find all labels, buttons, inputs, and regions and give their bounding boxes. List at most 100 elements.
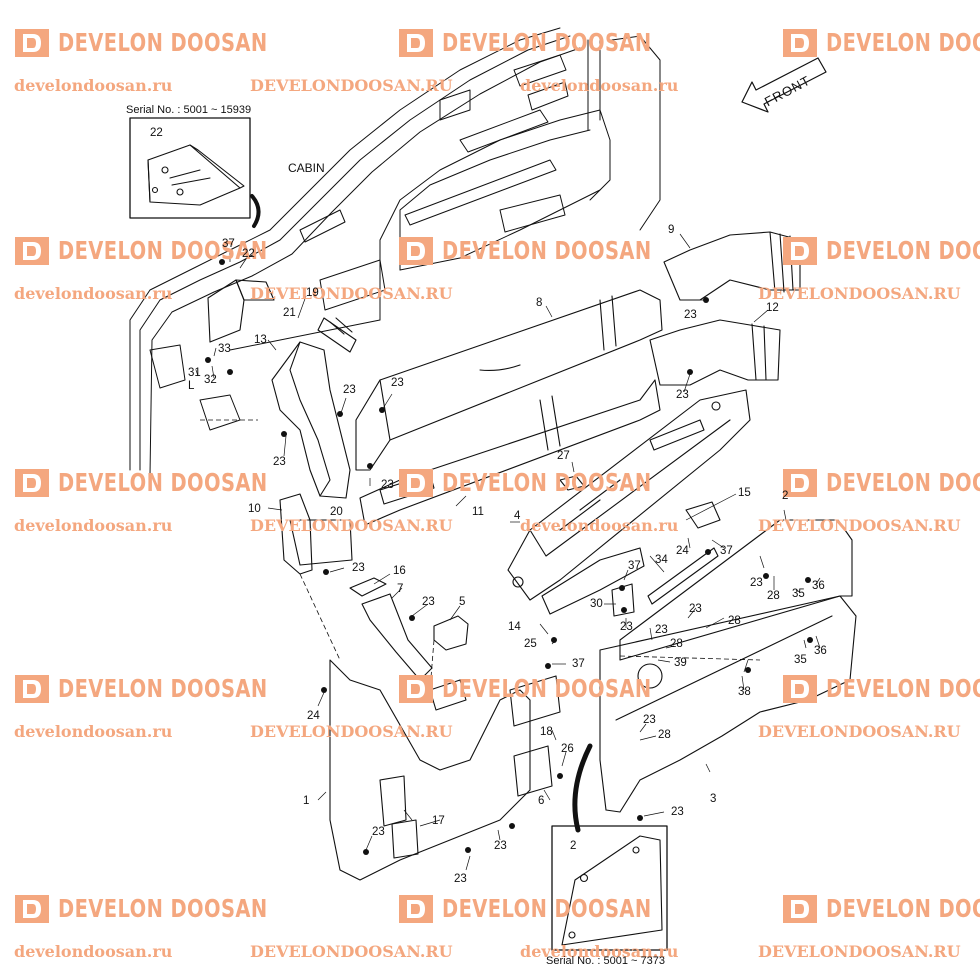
callout-22: 22 <box>242 248 255 260</box>
callout-15: 15 <box>738 487 751 499</box>
callout-6: 6 <box>538 795 545 807</box>
callout-23: 23 <box>494 840 507 852</box>
part-16 <box>349 577 387 597</box>
callout-13: 13 <box>254 334 267 346</box>
callout-9: 9 <box>668 224 675 236</box>
inset-box-bottom <box>551 825 668 951</box>
duct-12 <box>649 319 781 386</box>
part-7 <box>361 593 433 681</box>
callout-23: 23 <box>372 826 385 838</box>
callout-28: 28 <box>728 615 741 627</box>
callout-23: 23 <box>422 596 435 608</box>
part-18 <box>509 675 561 727</box>
callout-37: 37 <box>572 658 585 670</box>
inset-box-top <box>129 117 251 219</box>
cabin-label: CABIN <box>288 161 325 175</box>
callout-12: 12 <box>766 302 779 314</box>
callout-36: 36 <box>812 580 825 592</box>
callout-3: 3 <box>710 793 717 805</box>
serial-caption-top: Serial No. : 5001 ~ 15939 <box>126 104 252 116</box>
part-19 <box>317 317 357 353</box>
callout-36: 36 <box>814 645 827 657</box>
callout-14: 14 <box>508 621 521 633</box>
callout-23: 23 <box>273 456 286 468</box>
callout-30: 30 <box>590 598 603 610</box>
serial-caption-bottom: Serial No. : 5001 ~ 7373 <box>546 955 665 967</box>
panel-3 <box>599 595 857 813</box>
callout-23: 23 <box>676 389 689 401</box>
callout-16: 16 <box>393 565 406 577</box>
callout-37: 37 <box>720 545 733 557</box>
callout-23: 23 <box>620 621 633 633</box>
callout-28: 28 <box>658 729 671 741</box>
cabin-frame <box>129 27 661 476</box>
bracket-22-detail <box>147 144 245 206</box>
callout-31: 31 <box>188 367 201 379</box>
callout-22: 22 <box>150 127 163 139</box>
callout-L: L <box>188 380 195 392</box>
duct-9 <box>663 231 801 301</box>
callout-37: 37 <box>628 560 641 572</box>
bracket-22 <box>235 279 275 301</box>
part-15 <box>685 501 721 529</box>
duct-13 <box>271 341 351 499</box>
callout-2: 2 <box>570 840 577 852</box>
callout-23: 23 <box>750 577 763 589</box>
callout-17: 17 <box>432 815 445 827</box>
callout-27: 27 <box>557 450 570 462</box>
panel-2-detail <box>561 835 663 946</box>
callout-23: 23 <box>454 873 467 885</box>
callout-28: 28 <box>767 590 780 602</box>
part-34 <box>647 547 719 605</box>
callout-19: 19 <box>306 287 319 299</box>
callout-18: 18 <box>540 726 553 738</box>
callout-25: 25 <box>524 638 537 650</box>
callout-21: 21 <box>283 307 296 319</box>
callout-4: 4 <box>514 510 521 522</box>
callout-24: 24 <box>676 545 689 557</box>
callout-33: 33 <box>218 343 231 355</box>
part-6 <box>513 745 553 797</box>
callout-38: 38 <box>738 686 751 698</box>
panel-1 <box>329 659 531 881</box>
callout-32: 32 <box>204 374 217 386</box>
callout-23: 23 <box>391 377 404 389</box>
part-27 <box>559 475 585 491</box>
callout-1: 1 <box>303 795 310 807</box>
part-30 <box>611 583 635 617</box>
front-arrow <box>741 57 827 113</box>
callout-5: 5 <box>459 596 466 608</box>
callout-23: 23 <box>684 309 697 321</box>
callout-23: 23 <box>655 624 668 636</box>
callout-35: 35 <box>792 588 805 600</box>
callout-23: 23 <box>689 603 702 615</box>
callout-35: 35 <box>794 654 807 666</box>
part-20 <box>289 519 353 566</box>
callout-7: 7 <box>397 583 404 595</box>
duct-8 <box>355 289 663 471</box>
callout-34: 34 <box>655 554 668 566</box>
callout-26: 26 <box>561 743 574 755</box>
console-4 <box>507 389 751 601</box>
callout-23: 23 <box>671 806 684 818</box>
callout-20: 20 <box>330 506 343 518</box>
callout-8: 8 <box>536 297 543 309</box>
callout-11: 11 <box>472 506 484 518</box>
part-5 <box>433 615 469 651</box>
callout-23: 23 <box>343 384 356 396</box>
callout-23: 23 <box>643 714 656 726</box>
duct-11 <box>359 379 661 526</box>
callout-39: 39 <box>674 657 687 669</box>
callout-10: 10 <box>248 503 261 515</box>
duct-21 <box>207 279 245 343</box>
part-14 <box>541 547 645 615</box>
callout-24: 24 <box>307 710 320 722</box>
panel-2 <box>619 519 853 661</box>
part-10 <box>279 493 313 575</box>
callout-37: 37 <box>222 238 235 250</box>
callout-23: 23 <box>381 479 394 491</box>
callout-2: 2 <box>782 490 789 502</box>
callout-28: 28 <box>670 638 683 650</box>
callout-23: 23 <box>352 562 365 574</box>
